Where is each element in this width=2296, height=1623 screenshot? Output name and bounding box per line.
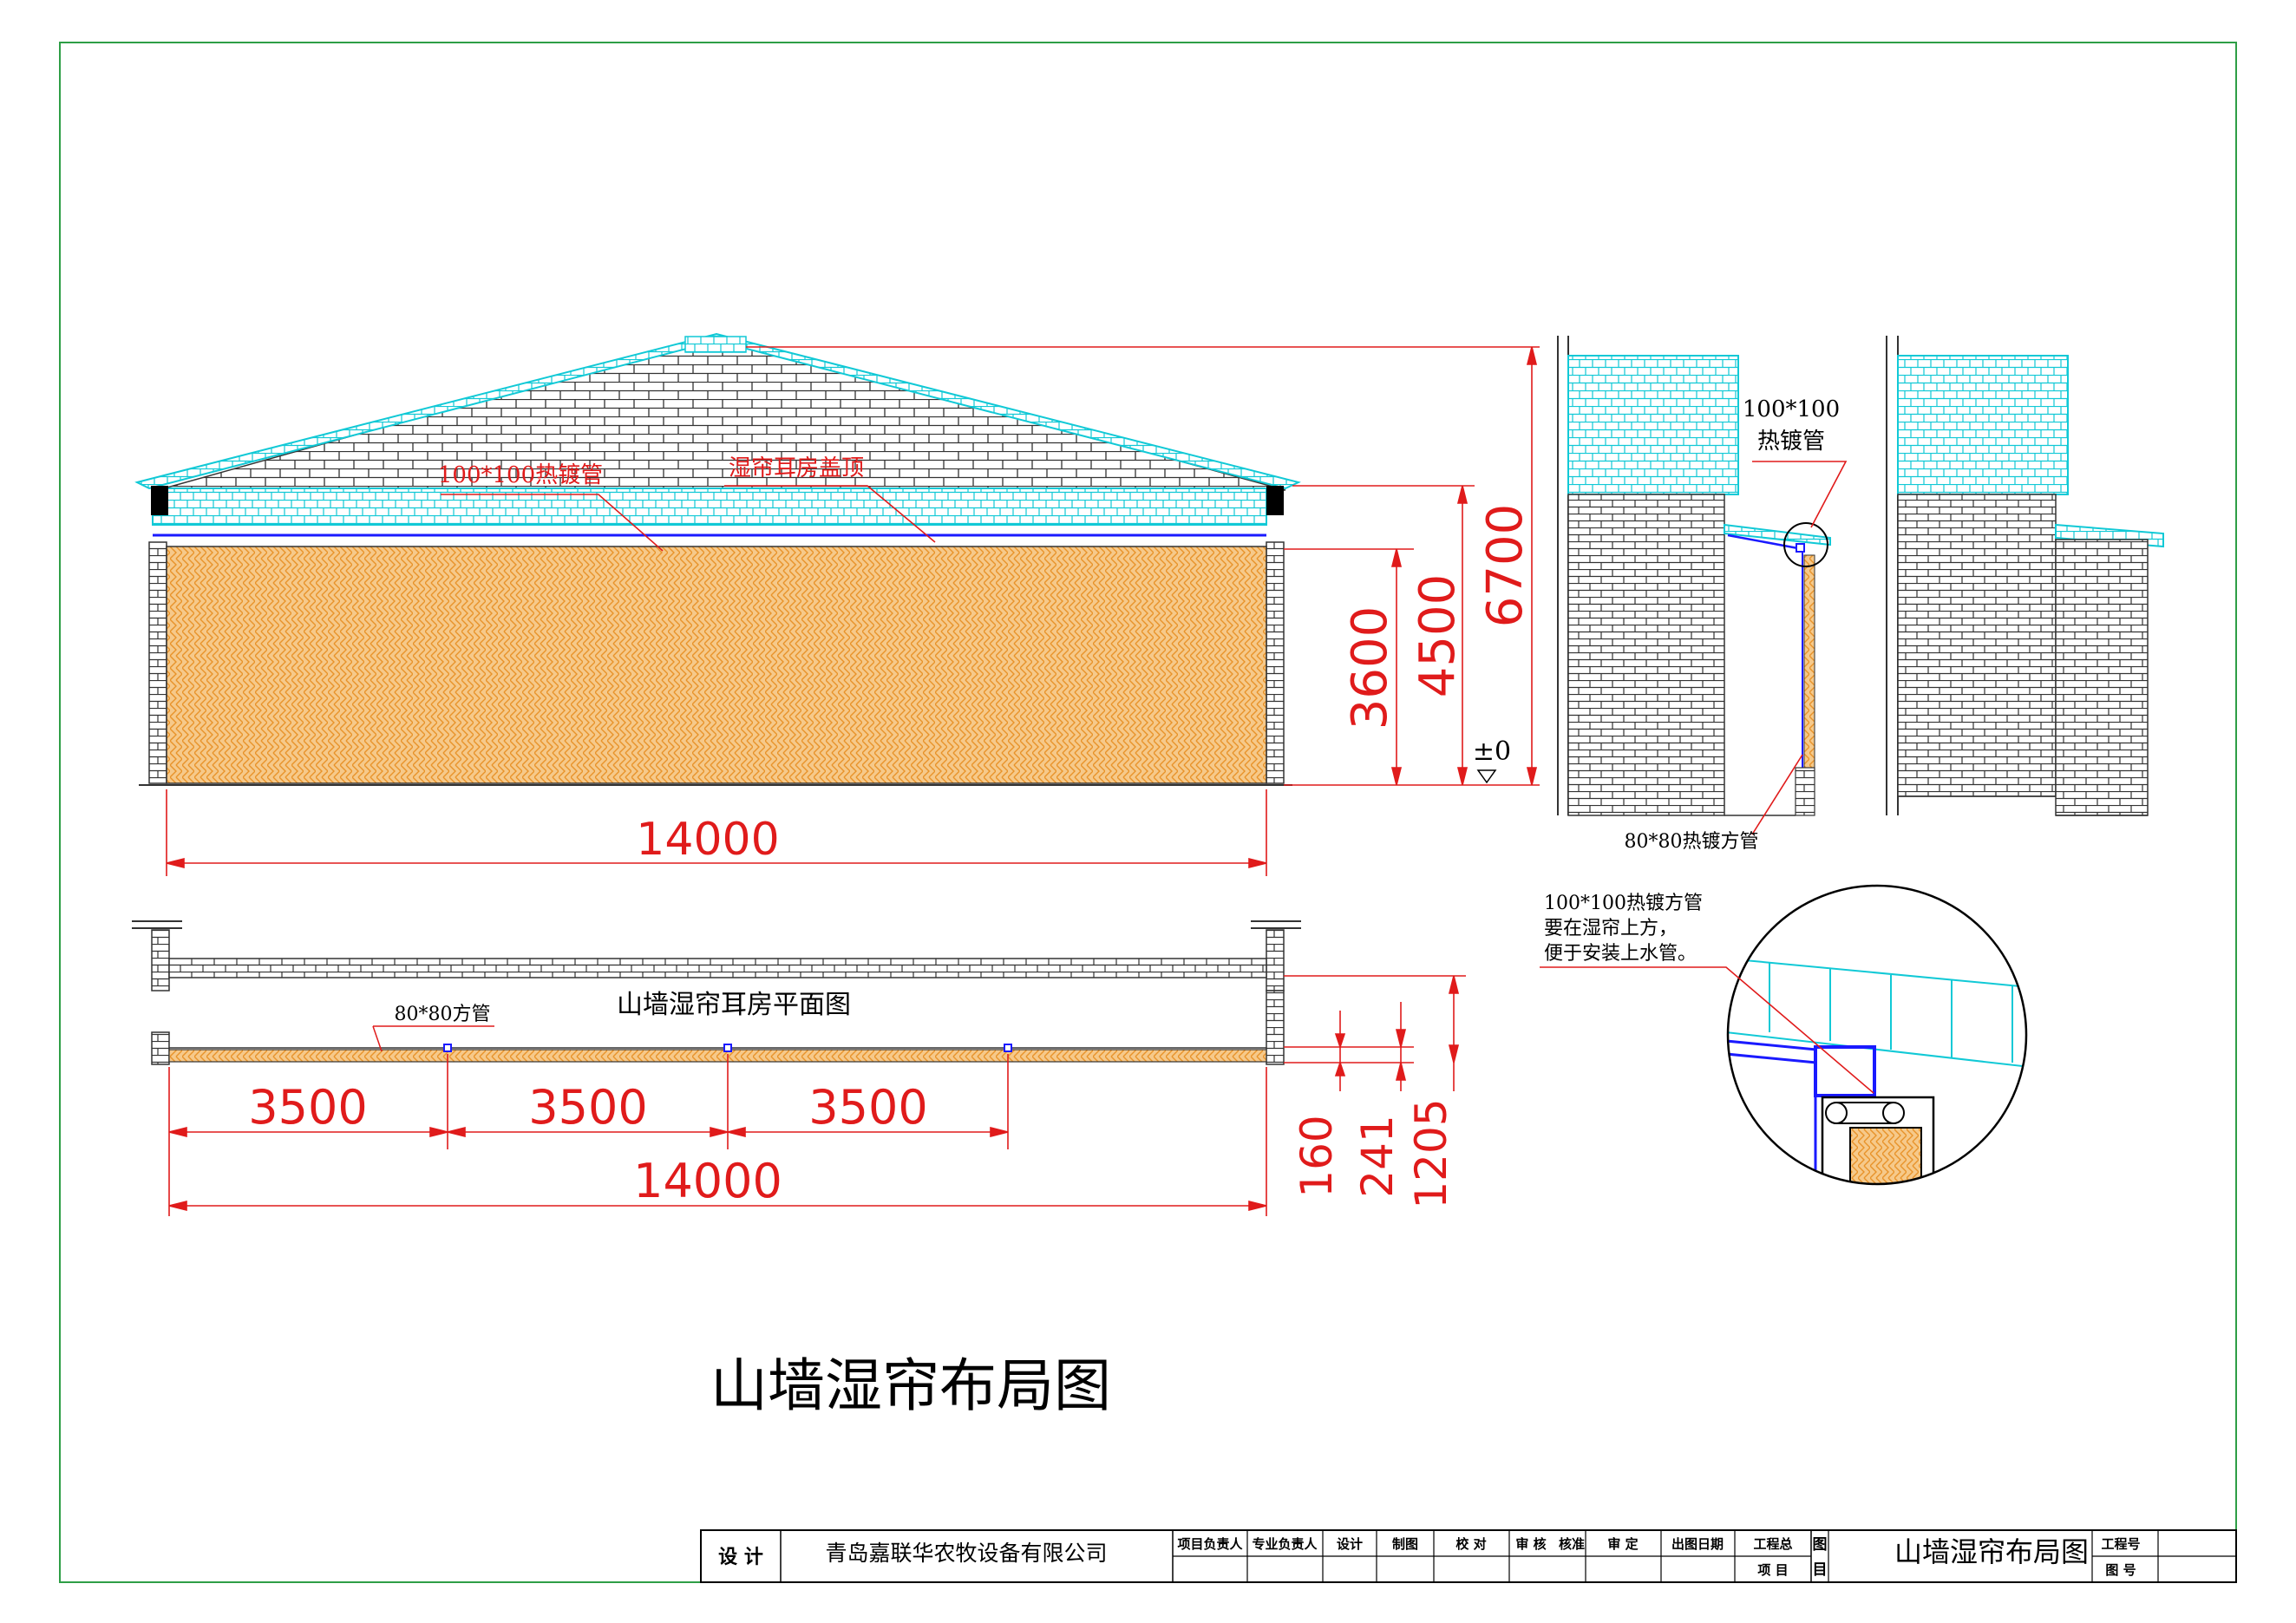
tb-cell: 出图日期 [1671, 1536, 1724, 1552]
dim-3600: 3600 [1342, 606, 1398, 730]
gable-brickwork [157, 333, 1286, 491]
section1-roof-tiles [1567, 355, 1739, 495]
leader-plan-pipe [372, 1025, 494, 1052]
leader-section-bottom [1751, 754, 1803, 835]
label-elevation-pipe: 100*100热镀管 [438, 462, 603, 488]
section1-pad [1803, 554, 1815, 769]
eave-block-right [1266, 486, 1284, 515]
leader-section-top [1752, 461, 1848, 528]
section1-wall [1567, 494, 1725, 816]
square-pipe-post [443, 1044, 452, 1052]
plan-wall-right-lower [1266, 990, 1285, 1065]
tb-mu: 目 [1813, 1561, 1828, 1579]
tb-cell: 审 核 [1515, 1536, 1546, 1552]
label-plan-pipe: 80*80方管 [395, 1004, 491, 1025]
label-section-bottom: 80*80热镀方管 [1625, 831, 1759, 853]
gable-elevation: 100*100热镀管 湿帘耳房盖顶 14000 3600 4500 6700 ±… [134, 332, 1540, 876]
dim-4500: 4500 [1410, 574, 1466, 698]
tb-project-total: 工程总 [1753, 1536, 1792, 1552]
dim-14000-elevation: 14000 [636, 814, 779, 866]
wet-curtain-pad [166, 546, 1267, 784]
leader-pipe [441, 494, 664, 552]
tb-company: 青岛嘉联华农牧设备有限公司 [825, 1541, 1107, 1566]
plan-wet-curtain [168, 1049, 1267, 1063]
tb-tu: 图 [1813, 1536, 1828, 1554]
detail-note-2: 要在湿帘上方， [1544, 918, 1678, 939]
datum-triangle [1476, 769, 1497, 784]
roof-ridge [684, 336, 747, 353]
tb-project-item: 项 目 [1757, 1562, 1788, 1578]
tb-project-no: 工程号 [2101, 1536, 2140, 1552]
side-section-2 [1886, 336, 2164, 816]
tb-cell: 项目负责人 [1177, 1536, 1243, 1552]
drawing-title: 山墙湿帘布局图 [710, 1352, 1111, 1419]
drawing-border [59, 42, 2237, 1583]
section2-wall [1897, 494, 2057, 797]
plan-title: 山墙湿帘耳房平面图 [617, 990, 851, 1020]
tb-cell: 设计 [1337, 1536, 1363, 1552]
dim-span-2: 3500 [528, 1080, 647, 1135]
plan-main-wall [168, 958, 1267, 978]
plan-view: 山墙湿帘耳房平面图 80*80方管 3500 3500 3500 14000 1… [132, 920, 1466, 1216]
square-pipe-post [1004, 1044, 1012, 1052]
wall-right [1266, 541, 1285, 784]
dim-1205: 1205 [1406, 1098, 1456, 1208]
tb-drawing-name: 山墙湿帘布局图 [1894, 1535, 2089, 1568]
tb-cell: 核准 [1559, 1536, 1585, 1552]
tb-cell: 审 定 [1607, 1536, 1638, 1552]
tb-drawing-no: 图 号 [2105, 1562, 2136, 1578]
section1-pad-roof [1724, 523, 1831, 546]
dim-14000-plan: 14000 [633, 1154, 782, 1208]
leader-detail-note [1540, 966, 1874, 1094]
wall-left [148, 541, 167, 784]
dimension-plan [168, 975, 1466, 1216]
tb-cell: 校 对 [1455, 1536, 1486, 1552]
detail-circle [1726, 884, 2028, 1186]
detail-note-3: 便于安装上水管。 [1544, 943, 1697, 965]
plan-wall-left-lower [151, 1031, 170, 1065]
plan-wall-right-upper [1266, 929, 1285, 991]
pad-cover-roof [152, 488, 1267, 526]
dim-6700: 6700 [1477, 504, 1534, 628]
label-roof: 湿帘耳房盖顶 [729, 455, 864, 481]
eave-block-left [151, 486, 168, 515]
label-section-top-2: 热镀管 [1757, 429, 1825, 455]
roof-tile-left-right [134, 332, 1301, 490]
label-section-top-1: 100*100 [1743, 396, 1840, 422]
datum-label: ±0 [1473, 736, 1511, 767]
detail-callout-circle [1783, 522, 1828, 567]
section2-roof-tiles [1897, 355, 2069, 495]
dim-241: 241 [1352, 1115, 1403, 1197]
title-block [700, 1529, 2237, 1583]
dimension-elevation-heights [746, 346, 1540, 786]
side-section-1: 100*100 热镀管 80*80热镀方管 [1557, 336, 1848, 853]
square-pipe-post [723, 1044, 732, 1052]
tb-cell: 专业负责人 [1252, 1536, 1318, 1552]
tb-design: 设 计 [718, 1547, 763, 1568]
section1-pipe [1796, 543, 1805, 553]
detail-enlarged: 100*100热镀方管 要在湿帘上方， 便于安装上水管。 [1540, 884, 2028, 1186]
dim-160: 160 [1292, 1115, 1342, 1197]
section2-annex-wall [2055, 539, 2149, 816]
detail-pipe-100x100 [1814, 1045, 1876, 1097]
tb-cell: 制图 [1392, 1536, 1418, 1552]
leader-roof [724, 485, 936, 543]
dim-span-3: 3500 [808, 1080, 927, 1135]
plan-wall-left-upper [151, 929, 170, 991]
detail-note-1: 100*100热镀方管 [1544, 893, 1703, 914]
dim-span-1: 3500 [248, 1080, 367, 1135]
dimension-elevation-width [166, 789, 1267, 876]
